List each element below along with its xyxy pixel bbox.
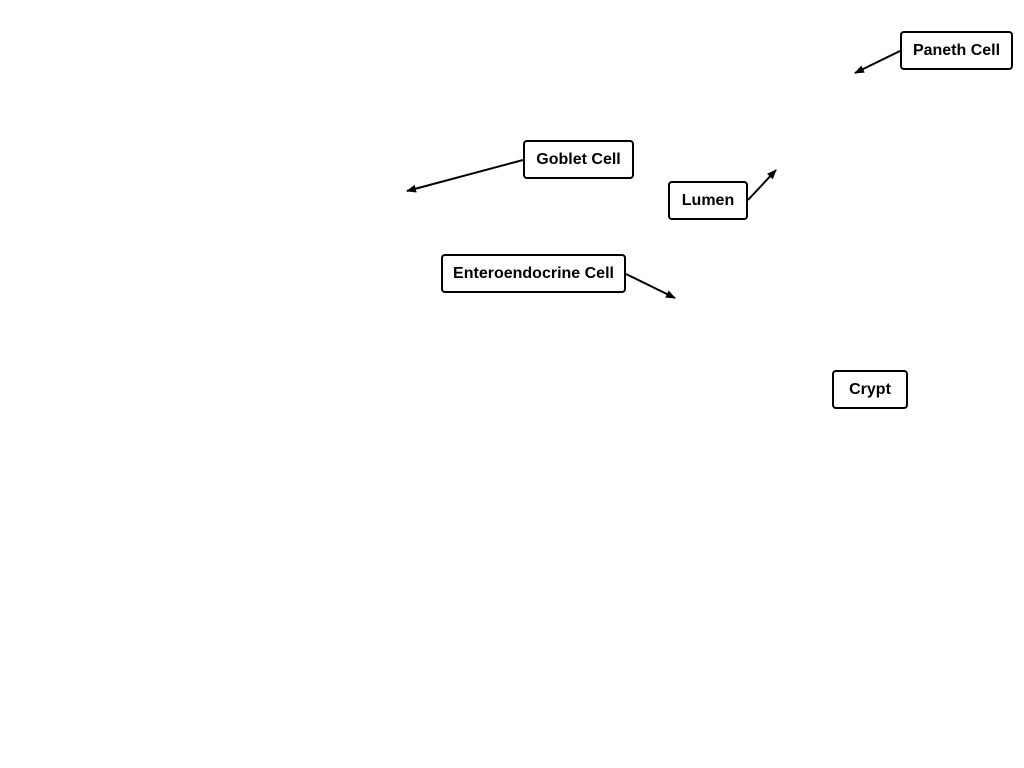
- goblet-cell-arrow: [406, 159, 524, 193]
- crypt-label: Crypt: [832, 370, 908, 409]
- paneth-cell-label: Paneth Cell: [900, 31, 1013, 70]
- paneth-cell-arrow: [854, 50, 901, 74]
- enteroendocrine-cell-arrow: [625, 273, 676, 299]
- lumen-label: Lumen: [668, 181, 748, 220]
- lumen-arrow: [747, 169, 777, 201]
- goblet-cell-label: Goblet Cell: [523, 140, 634, 179]
- enteroendocrine-cell-label: Enteroendocrine Cell: [441, 254, 626, 293]
